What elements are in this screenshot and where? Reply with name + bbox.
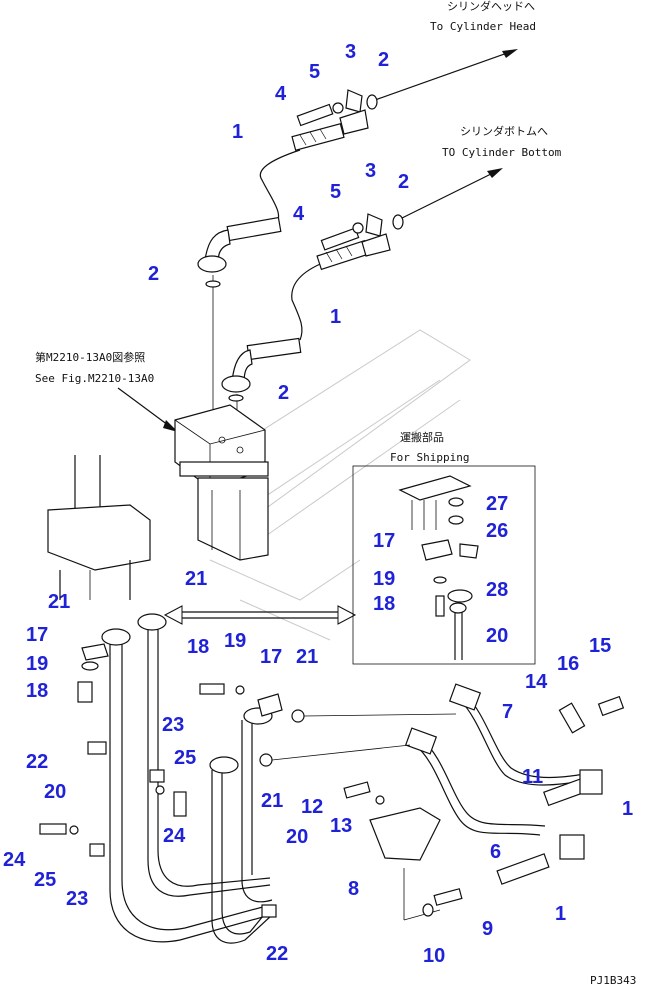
left-bracket <box>47 455 151 600</box>
hose-pair-right <box>209 707 273 944</box>
note-cyl-head-jp: シリンダヘッドへ <box>447 0 535 13</box>
callout-label: 7 <box>502 701 513 723</box>
callout-label: 2 <box>278 382 289 404</box>
callout-label: 20 <box>286 826 308 848</box>
callout-label: 13 <box>330 815 352 837</box>
callout-label: 24 <box>3 849 26 871</box>
note-cyl-bottom-en: TO Cylinder Bottom <box>442 146 562 159</box>
callout-label: 20 <box>486 625 508 647</box>
callout-label: 26 <box>486 520 508 542</box>
callout-label: 3 <box>345 41 356 63</box>
callout-label: 21 <box>261 790 283 812</box>
hose-pair-left <box>101 613 271 943</box>
callout-label: 24 <box>163 825 186 847</box>
shipping-box <box>352 465 536 665</box>
drawing-code: PJ1B343 <box>590 974 636 987</box>
hose-head <box>197 123 345 273</box>
note-see-fig-en: See Fig.M2210-13A0 <box>35 372 154 385</box>
callout-label: 23 <box>66 888 88 910</box>
callout-label: 17 <box>373 530 395 552</box>
callout-label: 28 <box>486 579 508 601</box>
callout-label: 15 <box>589 635 611 657</box>
right-fittings <box>496 695 625 885</box>
note-cyl-head-en: To Cylinder Head <box>430 20 536 33</box>
clamps <box>39 643 457 918</box>
bracket-8 <box>343 781 463 921</box>
flange-set-head <box>296 89 378 135</box>
note-see-fig-jp: 第M2210-13A0図参照 <box>35 350 145 364</box>
callout-label: 22 <box>266 943 288 965</box>
callout-label: 17 <box>260 646 282 668</box>
callout-label: 3 <box>365 160 376 182</box>
callouts: 1 1 1 1 3 2 2 2 2 3 4 4 5 5 6 7 8 9 10 1… <box>3 41 633 967</box>
callout-label: 11 <box>522 766 543 788</box>
note-shipping-jp: 運搬部品 <box>400 430 444 444</box>
callout-label: 16 <box>557 653 579 675</box>
callout-label: 8 <box>348 878 359 900</box>
callout-label: 12 <box>301 796 323 818</box>
valve-block <box>174 404 269 561</box>
flange-set-bottom <box>320 213 404 257</box>
note-cyl-bottom-jp: シリンダボトムへ <box>460 124 548 138</box>
callout-label: 14 <box>525 671 548 693</box>
callout-label: 18 <box>373 593 395 615</box>
callout-label: 4 <box>275 83 287 105</box>
callout-label: 5 <box>309 61 320 83</box>
pipes <box>404 683 596 836</box>
callout-label: 4 <box>293 203 305 225</box>
callout-label: 23 <box>162 714 184 736</box>
leader-lines <box>117 49 518 625</box>
callout-label: 20 <box>44 781 66 803</box>
callout-label: 2 <box>148 263 159 285</box>
callout-label: 19 <box>26 653 48 675</box>
callout-label: 6 <box>490 841 501 863</box>
callout-label: 1 <box>555 903 566 925</box>
callout-label: 1 <box>232 121 243 143</box>
callout-label: 2 <box>378 49 389 71</box>
callout-label: 19 <box>224 630 246 652</box>
callout-label: 21 <box>185 568 207 590</box>
callout-label: 10 <box>423 945 445 967</box>
callout-label: 27 <box>486 493 508 515</box>
callout-label: 5 <box>330 181 341 203</box>
callout-label: 25 <box>174 747 196 769</box>
callout-label: 17 <box>26 624 48 646</box>
callout-label: 22 <box>26 751 48 773</box>
callout-label: 18 <box>26 680 48 702</box>
callout-label: 21 <box>48 591 70 613</box>
callout-label: 1 <box>622 798 633 820</box>
callout-label: 18 <box>187 636 209 658</box>
note-shipping-en: For Shipping <box>390 451 469 464</box>
callout-label: 1 <box>330 306 341 328</box>
callout-label: 2 <box>398 171 409 193</box>
callout-label: 25 <box>34 869 56 891</box>
callout-label: 21 <box>296 646 318 668</box>
hose-bottom <box>221 239 370 393</box>
callout-label: 9 <box>482 918 493 940</box>
callout-label: 19 <box>373 568 395 590</box>
